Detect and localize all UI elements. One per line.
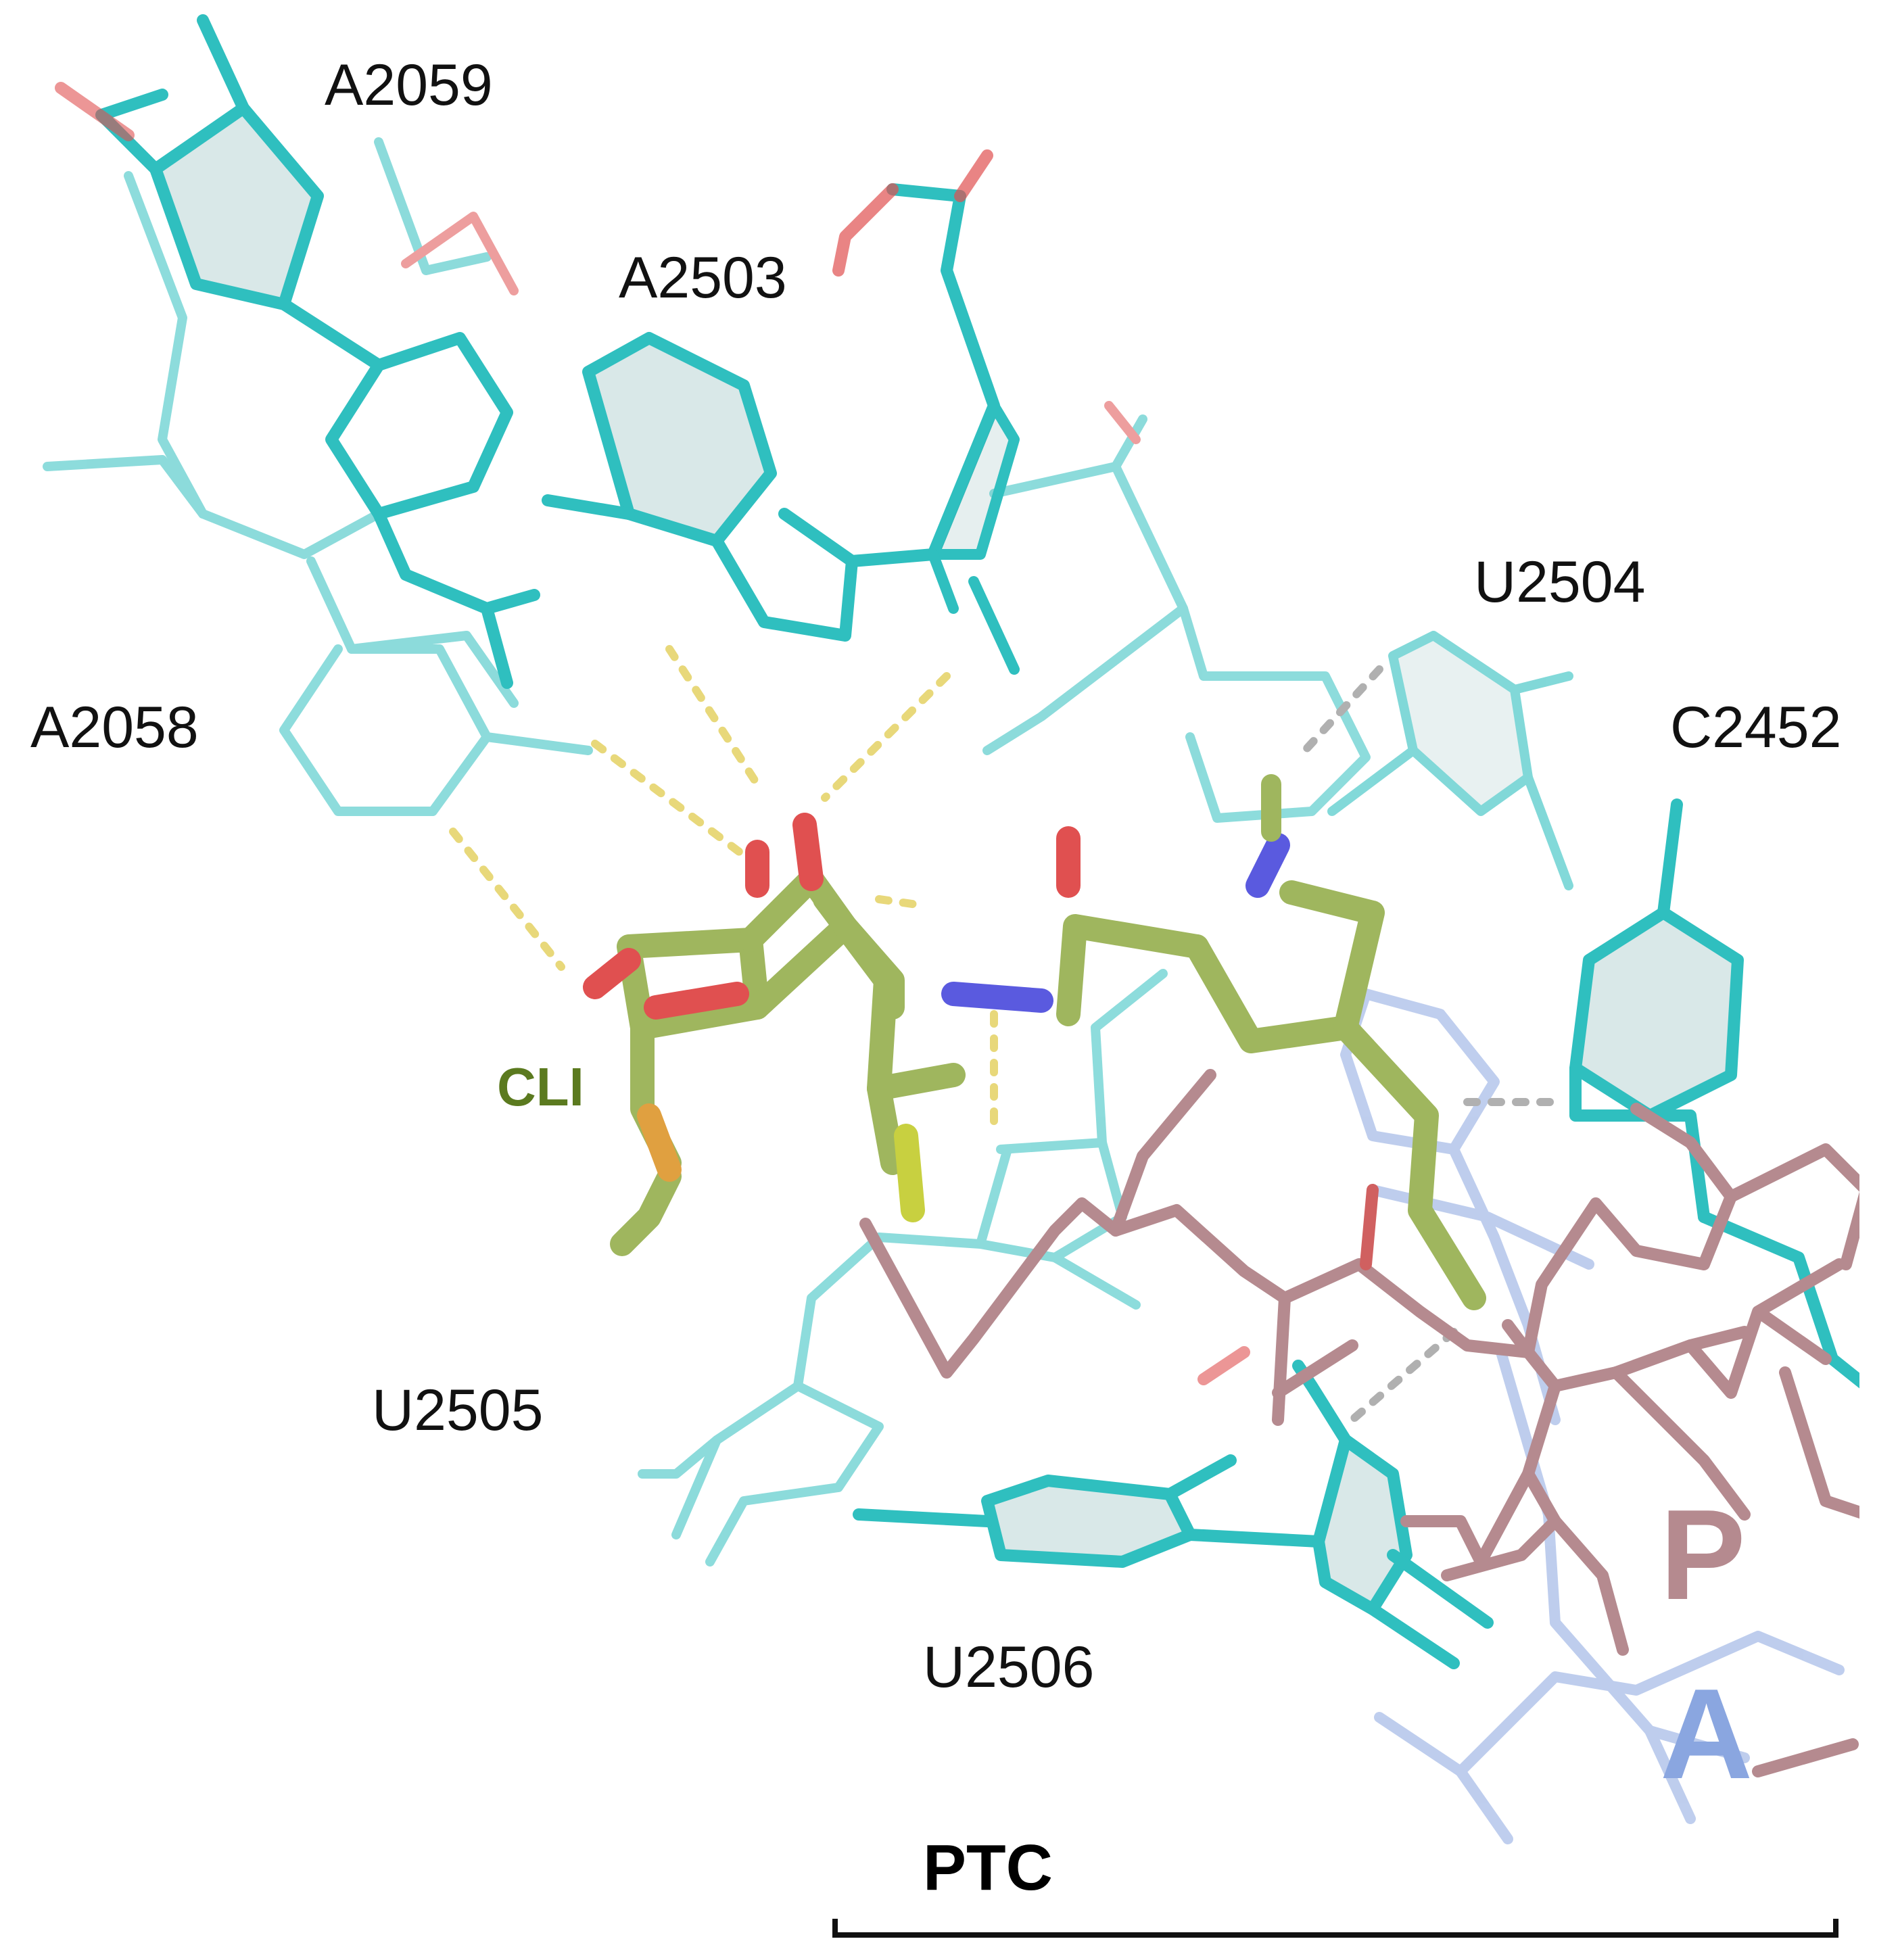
label-a2058: A2058 xyxy=(30,695,199,760)
residue-u2506 xyxy=(853,1346,1494,1669)
residue-u2505 xyxy=(638,969,1168,1567)
label-c2452: C2452 xyxy=(1670,695,1841,760)
label-a2503: A2503 xyxy=(619,245,787,310)
backbone-u2504 xyxy=(982,401,1371,823)
residue-a2503 xyxy=(542,149,1000,642)
label-ptc: PTC xyxy=(923,1832,1053,1904)
p-site-trna xyxy=(859,1069,1872,1777)
clindamycin-ligand xyxy=(583,774,1486,1310)
label-ligand-cli: CLI xyxy=(497,1057,584,1117)
rrna-residues xyxy=(43,14,1872,1669)
residue-a2059 xyxy=(55,14,540,689)
residue-a2503-sugar xyxy=(928,400,1020,675)
residue-a2059-faint xyxy=(43,137,593,816)
label-a2059: A2059 xyxy=(325,53,493,118)
label-u2505: U2505 xyxy=(372,1378,543,1443)
label-u2504: U2504 xyxy=(1474,550,1645,615)
residue-c2452 xyxy=(1569,798,1872,1392)
label-a-site: A xyxy=(1660,1663,1753,1806)
residue-u2504 xyxy=(1327,631,1573,890)
right-margin xyxy=(1859,0,1898,1960)
label-p-site: P xyxy=(1660,1483,1746,1627)
hydrogen-bonds xyxy=(449,645,1559,1424)
label-u2506: U2506 xyxy=(923,1635,1094,1700)
ptc-bracket xyxy=(832,1919,1838,1938)
